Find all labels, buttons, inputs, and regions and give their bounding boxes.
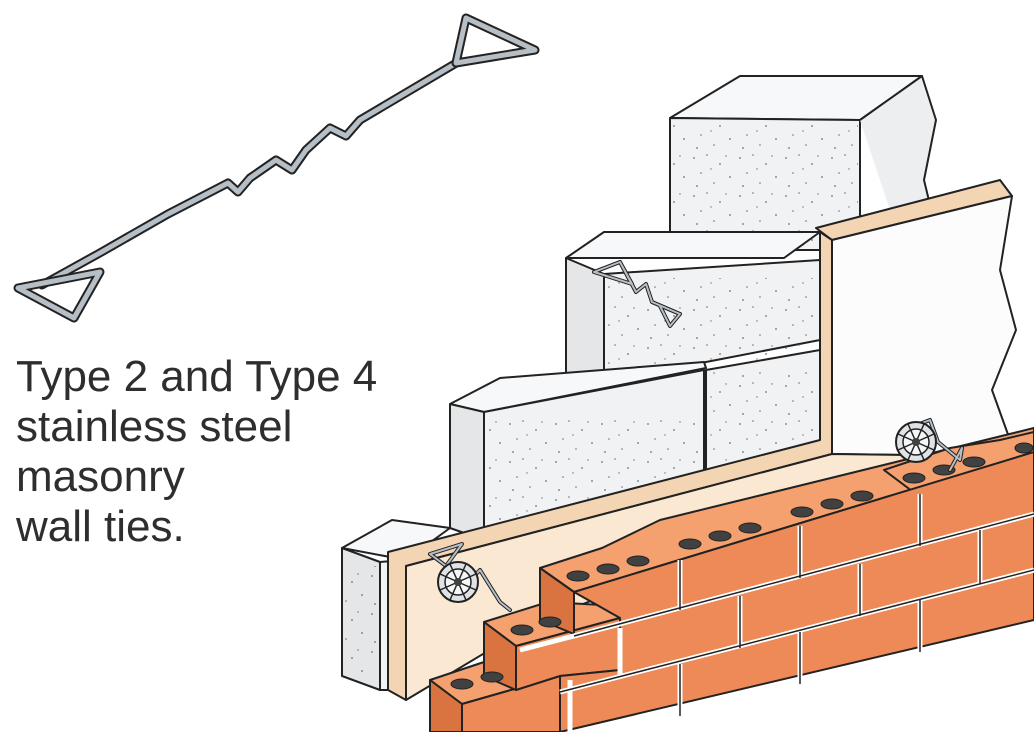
caption-line-3: masonry (16, 452, 185, 501)
outer-leaf-brickwork (429, 427, 1034, 732)
insulation-clip-left (437, 561, 479, 603)
wall-tie (13, 13, 540, 323)
caption: Type 2 and Type 4 stainless steel masonr… (16, 352, 416, 552)
embedded-wall-tie-upper (592, 260, 682, 328)
embedded-wall-tie-right (902, 418, 964, 472)
caption-line-1: Type 2 and Type 4 (16, 352, 378, 401)
insulation-clip-right (895, 421, 937, 463)
insulation-board (387, 179, 1017, 701)
caption-line-2: stainless steel (16, 402, 293, 451)
caption-line-4: wall ties. (16, 502, 185, 551)
